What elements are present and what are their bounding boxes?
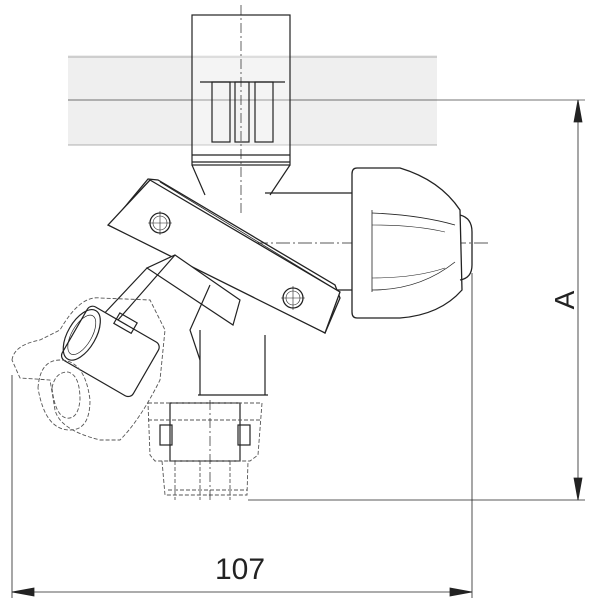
dimension-a-label: A xyxy=(549,290,580,309)
dimension-a xyxy=(248,99,585,501)
bottom-union xyxy=(147,400,263,502)
dimension-107 xyxy=(11,273,473,598)
mounting-band xyxy=(68,55,585,146)
bracket-plate xyxy=(106,178,341,334)
top-stem xyxy=(191,5,291,215)
dimension-107-label: 107 xyxy=(215,553,265,586)
cap-handwheel xyxy=(351,167,473,319)
angled-branch xyxy=(11,254,241,441)
